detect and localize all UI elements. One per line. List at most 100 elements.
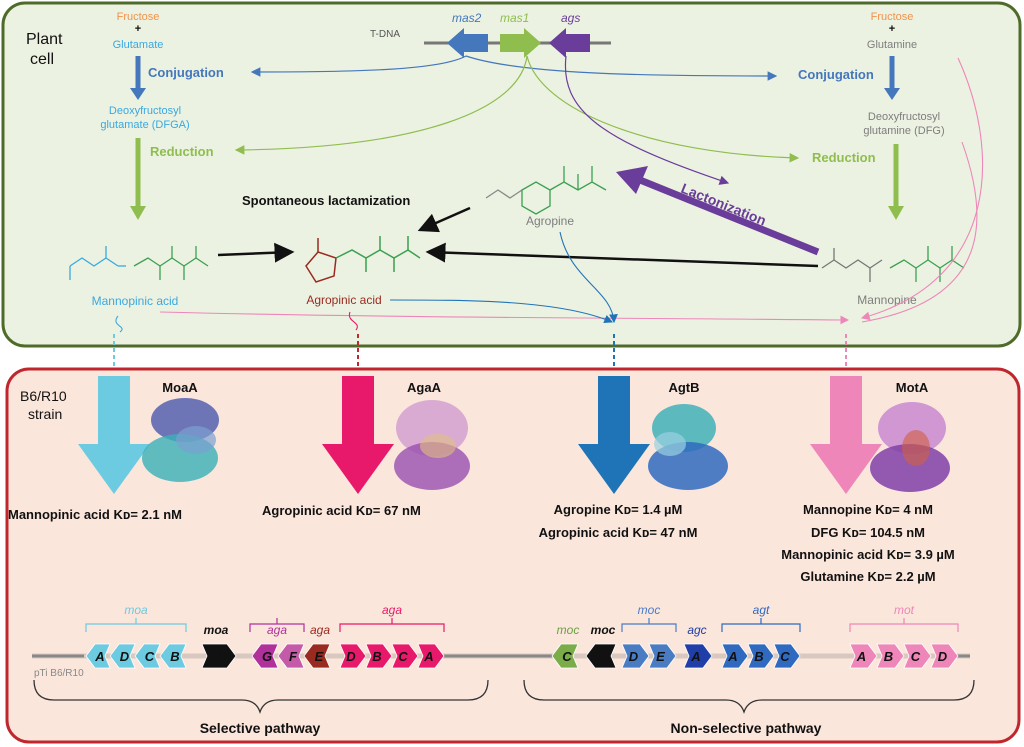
operon-label-agc: agc <box>687 623 706 637</box>
agropine-label: Agropine <box>526 214 574 228</box>
gene-arrow <box>721 643 749 669</box>
gene-arrow <box>159 643 187 669</box>
glutamine-to-mota-pink <box>861 141 978 323</box>
left-glutamate: Glutamate <box>113 39 164 51</box>
gene-arrow <box>251 643 279 669</box>
mota-name: MotA <box>896 380 929 395</box>
plant-cell-label-2: cell <box>30 51 54 68</box>
gene-letter: B <box>372 649 381 664</box>
mannopinic-to-agropinic-arrow <box>217 242 295 263</box>
gene-letter: C <box>145 649 155 664</box>
gene-letter: A <box>727 649 737 664</box>
gene-arrow <box>683 643 713 669</box>
lactonization-arrowhead <box>616 166 648 194</box>
gene-arrow <box>747 643 775 669</box>
gene-letter: C <box>398 649 408 664</box>
gene-letter: C <box>780 649 790 664</box>
left-conj-arrowhead <box>130 88 146 100</box>
gene-arrow <box>849 643 878 669</box>
gene-letter: D <box>346 649 356 664</box>
gene-arrow <box>930 643 959 669</box>
gene-letter: E <box>656 649 665 664</box>
gene-arrow <box>417 643 445 669</box>
right-red-arrowhead <box>888 206 904 220</box>
gene-arrow <box>551 643 579 669</box>
gene-letter: R <box>212 649 222 664</box>
gene-arrow <box>773 643 801 669</box>
right-conj-arrowhead <box>884 88 900 100</box>
gene-letter: B <box>884 649 893 664</box>
right-fructose: Fructose <box>871 11 914 23</box>
operon-label-moc-1: moc <box>557 623 580 637</box>
mannopine-label: Mannopine <box>857 293 917 307</box>
mas1-label: mas1 <box>500 11 529 25</box>
non-selective-label: Non-selective pathway <box>671 720 822 736</box>
moaa-arrow <box>78 376 150 494</box>
mas1-gene <box>500 28 541 58</box>
operon-label-aga-1: aga <box>267 623 287 637</box>
gene-arrow <box>585 643 617 669</box>
agtb-name: AgtB <box>668 380 699 395</box>
agropine-to-agtb-blue <box>559 231 618 324</box>
ags-gene <box>549 28 590 58</box>
operon-label-moc-3: moc <box>638 603 661 617</box>
bracket-mot <box>849 618 959 632</box>
mota-kd-2: DFG Kᴅ= 104.5 nM <box>811 525 925 540</box>
operon-label-moc-2: moc <box>591 623 616 637</box>
gene-arrow <box>85 643 111 669</box>
bracket-aga-2 <box>339 618 445 632</box>
moaa-name: MoaA <box>162 380 198 395</box>
gene-letter: A <box>423 649 433 664</box>
operon-label-moa-1: moa <box>124 603 148 617</box>
spontaneous-label: Spontaneous lactamization <box>242 193 410 208</box>
gene-letter: B <box>170 649 179 664</box>
gene-letter: C <box>911 649 921 664</box>
operon-label-aga-2: aga <box>310 623 330 637</box>
gene-letter: D <box>629 649 639 664</box>
non-selective-brace <box>523 679 975 715</box>
tdna-label: T-DNA <box>370 29 400 40</box>
agaa-arrow <box>322 376 394 494</box>
agtb-kd-2: Agropinic acid Kᴅ= 47 nM <box>539 525 698 540</box>
gene-arrow <box>109 643 136 669</box>
gene-letter: E <box>315 649 324 664</box>
mannopine-structure <box>821 246 965 282</box>
mas2-label: mas2 <box>452 11 482 25</box>
strain-label-2: strain <box>28 406 62 422</box>
gene-arrow <box>134 643 161 669</box>
agropinic-to-agtb-blue <box>389 299 614 324</box>
left-plus: + <box>135 23 141 35</box>
gene-arrow <box>903 643 932 669</box>
mannopinic-to-mota-pink <box>159 311 850 325</box>
gene-arrow <box>648 643 677 669</box>
strain-label-1: B6/R10 <box>20 388 67 404</box>
ags-to-lactonization <box>564 55 730 185</box>
operon-label-aga-3: aga <box>382 603 402 617</box>
left-conjugation: Conjugation <box>148 65 224 80</box>
gene-letter: D <box>938 649 948 664</box>
gene-arrow <box>339 643 367 669</box>
operon-label-mot: mot <box>894 603 915 617</box>
mas1-to-left-reduction <box>234 55 528 155</box>
mannopinic-acid-structure <box>69 246 209 280</box>
right-reduction: Reduction <box>812 150 876 165</box>
mannopinic-acid-label: Mannopinic acid <box>92 294 179 308</box>
agaa-structure <box>394 400 470 490</box>
selective-brace <box>33 679 489 715</box>
mota-arrow <box>810 376 882 494</box>
gene-letter: D <box>120 649 130 664</box>
gene-letter: A <box>856 649 866 664</box>
mota-kd-4: Glutamine Kᴅ= 2.2 µM <box>800 569 935 584</box>
gene-letter: A <box>94 649 104 664</box>
gene-arrow <box>303 643 331 669</box>
left-reduction: Reduction <box>150 144 214 159</box>
agropine-structure <box>485 166 607 215</box>
bracket-aga-1 <box>249 618 305 632</box>
operon-label-moa-2: moa <box>204 623 229 637</box>
mota-kd-3: Mannopinic acid Kᴅ= 3.9 µM <box>781 547 955 562</box>
dfg-line-1: Deoxyfructosyl <box>868 111 940 123</box>
gene-arrow <box>876 643 905 669</box>
